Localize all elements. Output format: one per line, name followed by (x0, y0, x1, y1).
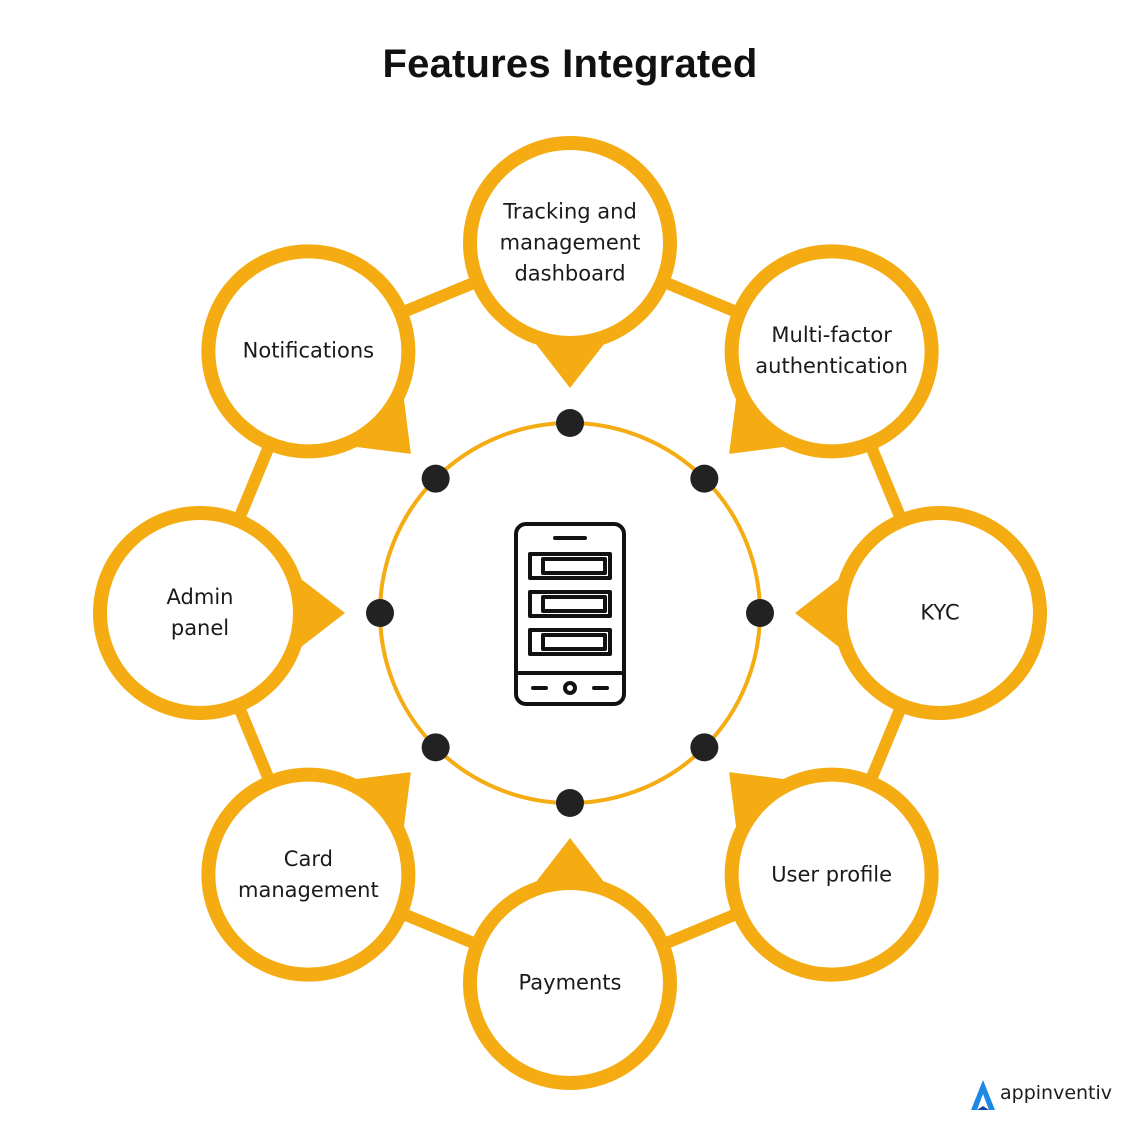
node-face (738, 258, 925, 445)
node-face (215, 258, 402, 445)
node-face (847, 520, 1033, 706)
feature-node-user-profile (724, 767, 939, 982)
feature-label-payments: Payments (518, 970, 622, 995)
hub-dot (746, 599, 774, 627)
node-face (477, 150, 663, 336)
feature-label-tracking: Tracking and management dashboard (499, 199, 641, 286)
brand-name: appinventiv (1000, 1082, 1113, 1104)
feature-label-admin-panel: Admin panel (166, 585, 234, 640)
feature-node-payments (463, 838, 677, 1090)
node-face (107, 520, 293, 706)
hub-dot (556, 789, 584, 817)
hub-dot (556, 409, 584, 437)
feature-label-card-management: Card management (238, 846, 379, 902)
feature-node-admin-panel (93, 506, 345, 720)
node-face (477, 890, 663, 1076)
node-face (215, 781, 402, 968)
feature-node-tracking (463, 136, 677, 388)
feature-label-mfa: Multi-factor authentication (755, 323, 908, 379)
appinventiv-logo-icon (971, 1080, 995, 1110)
feature-node-notifications (201, 244, 416, 459)
feature-label-kyc: KYC (920, 600, 960, 625)
node-face (738, 781, 925, 968)
feature-node-kyc (795, 506, 1047, 720)
hub-dot (421, 464, 450, 493)
feature-label-notifications: Notifications (242, 338, 375, 363)
hub-dot (690, 464, 719, 493)
feature-label-user-profile: User profile (771, 862, 893, 887)
page-title: Features Integrated (382, 42, 758, 86)
hub-dot (421, 733, 450, 762)
feature-nodes (93, 136, 1047, 1090)
mobile-app-icon (514, 522, 626, 706)
hub-dots (366, 409, 774, 817)
feature-node-mfa (724, 244, 939, 459)
hub-dot (690, 733, 719, 762)
feature-node-card-management (201, 767, 416, 982)
hub-dot (366, 599, 394, 627)
